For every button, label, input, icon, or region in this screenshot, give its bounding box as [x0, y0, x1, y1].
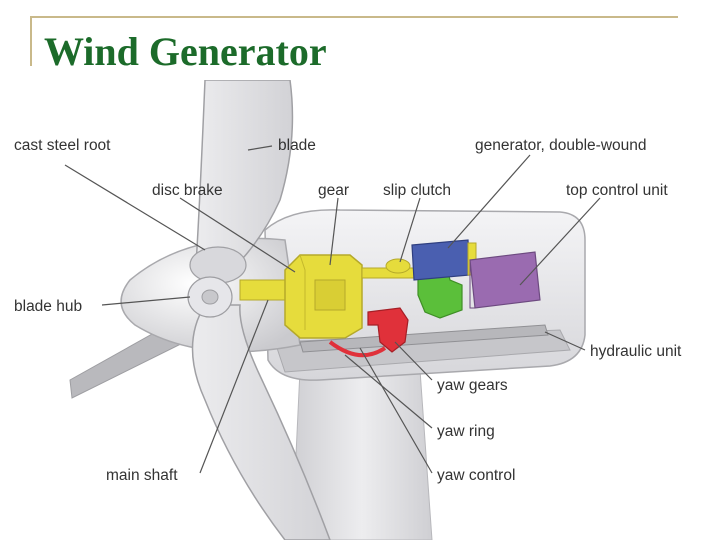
- label-yaw-ring: yaw ring: [437, 423, 495, 440]
- generator-part: [411, 239, 477, 281]
- slide-frame-left-line: [30, 16, 32, 66]
- label-main-shaft: main shaft: [106, 467, 178, 484]
- nacelle-frame: [299, 324, 549, 353]
- yaw-gears-part: [328, 307, 409, 358]
- label-blade-hub: blade hub: [14, 298, 82, 315]
- label-generator: generator, double-wound: [475, 137, 647, 154]
- label-top-control-unit: top control unit: [566, 182, 668, 199]
- label-blade: blade: [278, 137, 316, 154]
- label-gear: gear: [318, 182, 349, 199]
- label-disc-brake: disc brake: [152, 182, 223, 199]
- blade-hub-center: [187, 276, 233, 318]
- slide-frame-top-line: [30, 16, 678, 18]
- leader-lines: [64, 145, 601, 474]
- cast-steel-root-ring: [189, 246, 247, 284]
- label-yaw-gears: yaw gears: [437, 377, 508, 394]
- label-yaw-control: yaw control: [437, 467, 515, 484]
- gear-box: [284, 254, 363, 339]
- wind-generator-diagram: cast steel root blade generator, double-…: [0, 80, 720, 540]
- label-cast-steel-root: cast steel root: [14, 137, 111, 154]
- top-control-unit-part: [469, 251, 541, 309]
- top-blade: [195, 80, 294, 271]
- label-slip-clutch: slip clutch: [383, 182, 451, 199]
- slide-title: Wind Generator: [44, 29, 327, 74]
- lower-front-blade: [191, 304, 331, 540]
- label-hydraulic-unit: hydraulic unit: [590, 343, 682, 360]
